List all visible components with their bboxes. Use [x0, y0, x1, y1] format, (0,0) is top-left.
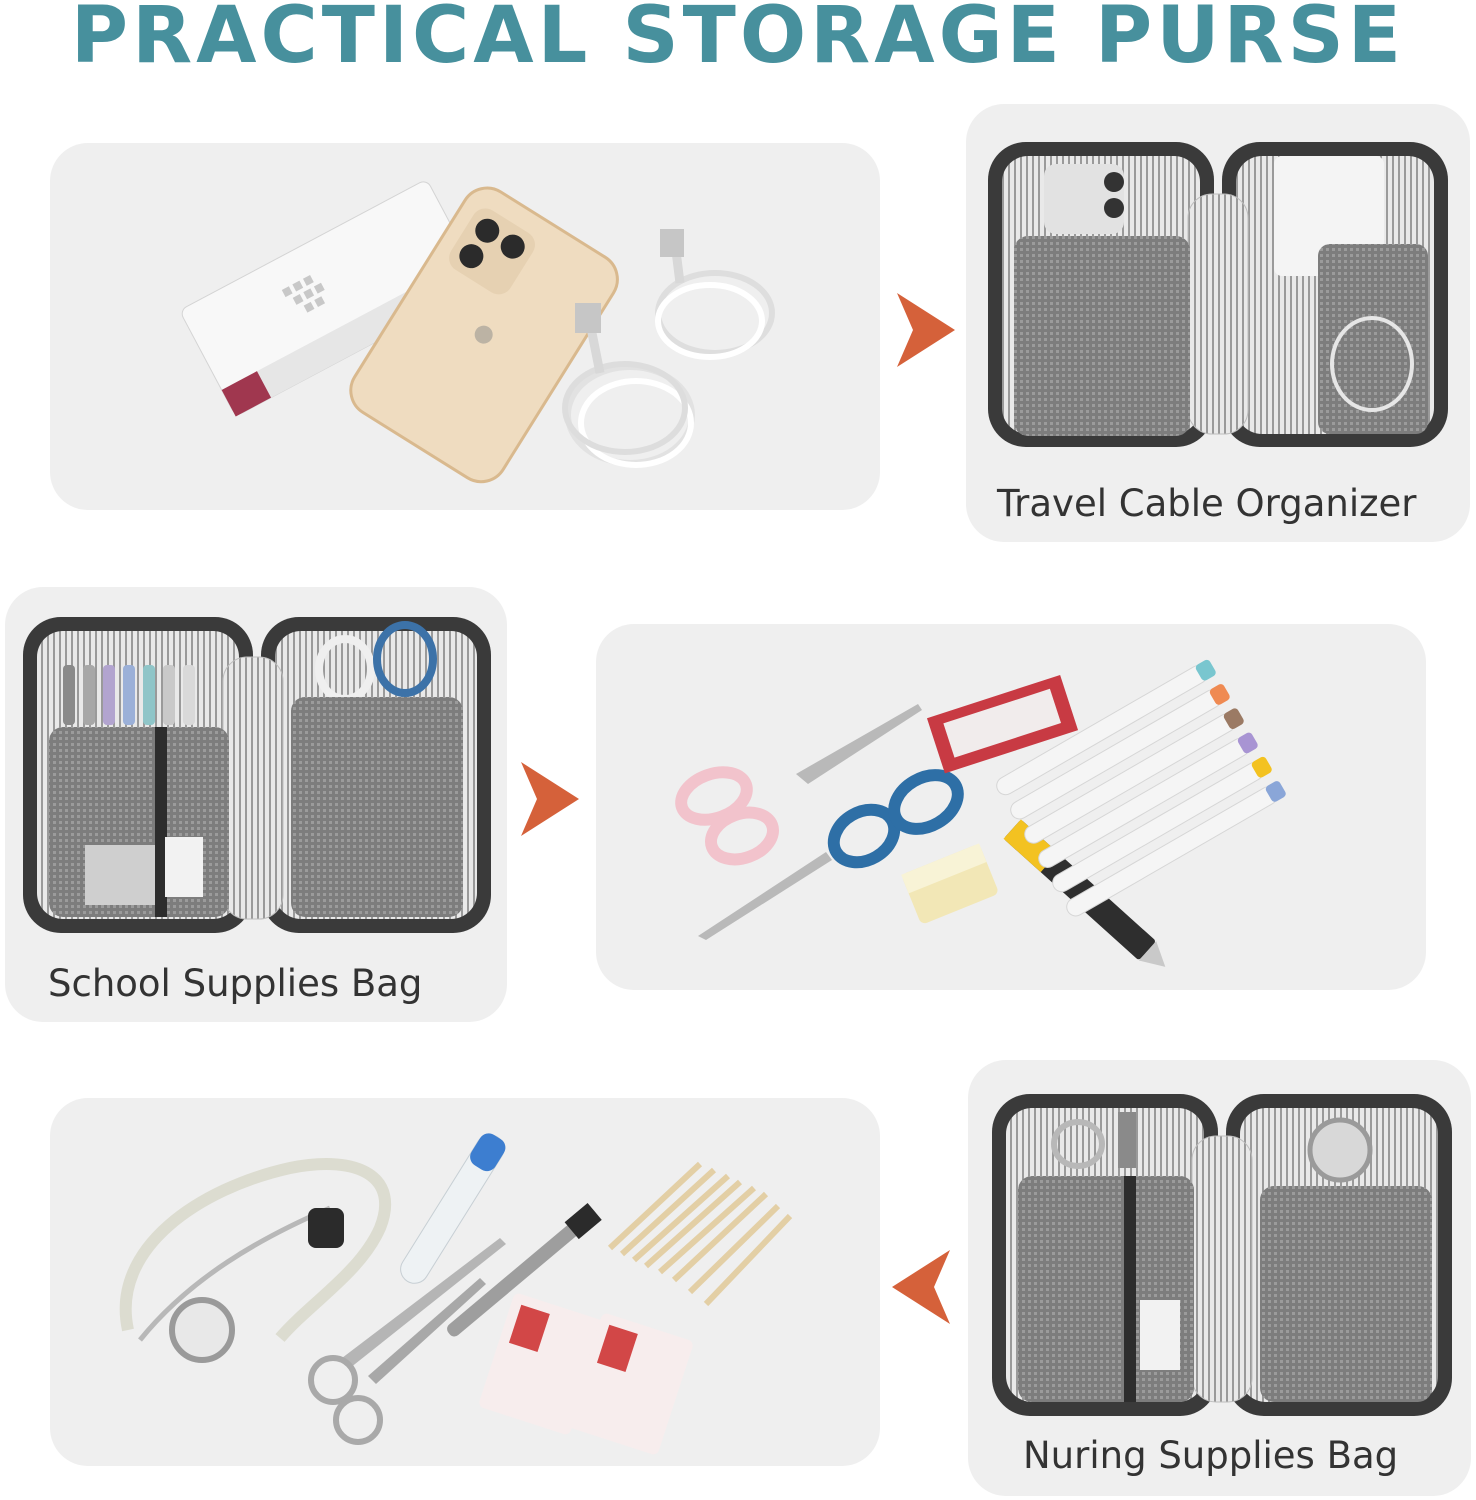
highlighters-icon: [996, 659, 1286, 917]
nuring-supplies-bag-card: Nuring Supplies Bag: [968, 1060, 1471, 1496]
travel-bag-illustration: [988, 142, 1448, 447]
phone-icon: [349, 186, 619, 484]
nursing-items-card: [50, 1098, 880, 1466]
nursing-items-illustration: [119, 1133, 793, 1455]
school-supplies-bag-label: School Supplies Bag: [48, 962, 423, 1005]
usb-cable-icon: [562, 303, 695, 468]
stethoscope-icon: [119, 1158, 391, 1363]
usb-cable-icon: [655, 229, 775, 360]
pen-caps-icon: [63, 665, 195, 725]
bandages-icon: [479, 1293, 693, 1455]
thermometer-icon: [400, 1133, 506, 1284]
tweezers-icon: [447, 1202, 602, 1337]
pink-scissors-icon: [675, 704, 922, 866]
nuring-supplies-bag-label: Nuring Supplies Bag: [1023, 1434, 1399, 1477]
arrow-right-icon: [897, 293, 955, 367]
arrow-right-icon: [521, 762, 579, 836]
cotton-swabs-icon: [607, 1161, 793, 1307]
page-title: PRACTICAL STORAGE PURSE: [70, 0, 1406, 81]
staple-box-icon: [926, 674, 1079, 774]
travel-items-illustration: [181, 181, 775, 484]
school-bag-illustration: [23, 617, 491, 933]
travel-cable-organizer-label: Travel Cable Organizer: [997, 482, 1417, 525]
eraser-icon: [901, 843, 998, 924]
arrow-left-icon: [892, 1250, 950, 1324]
school-items-illustration: [675, 659, 1286, 967]
surgical-scissors-icon: [308, 1238, 506, 1445]
travel-cable-organizer-card: Travel Cable Organizer: [966, 104, 1470, 542]
school-supplies-bag-card: School Supplies Bag: [5, 587, 507, 1022]
school-items-card: [596, 624, 1426, 990]
nursing-bag-illustration: [992, 1094, 1452, 1416]
blue-scissors-icon: [698, 769, 964, 940]
travel-items-card: [50, 143, 880, 510]
